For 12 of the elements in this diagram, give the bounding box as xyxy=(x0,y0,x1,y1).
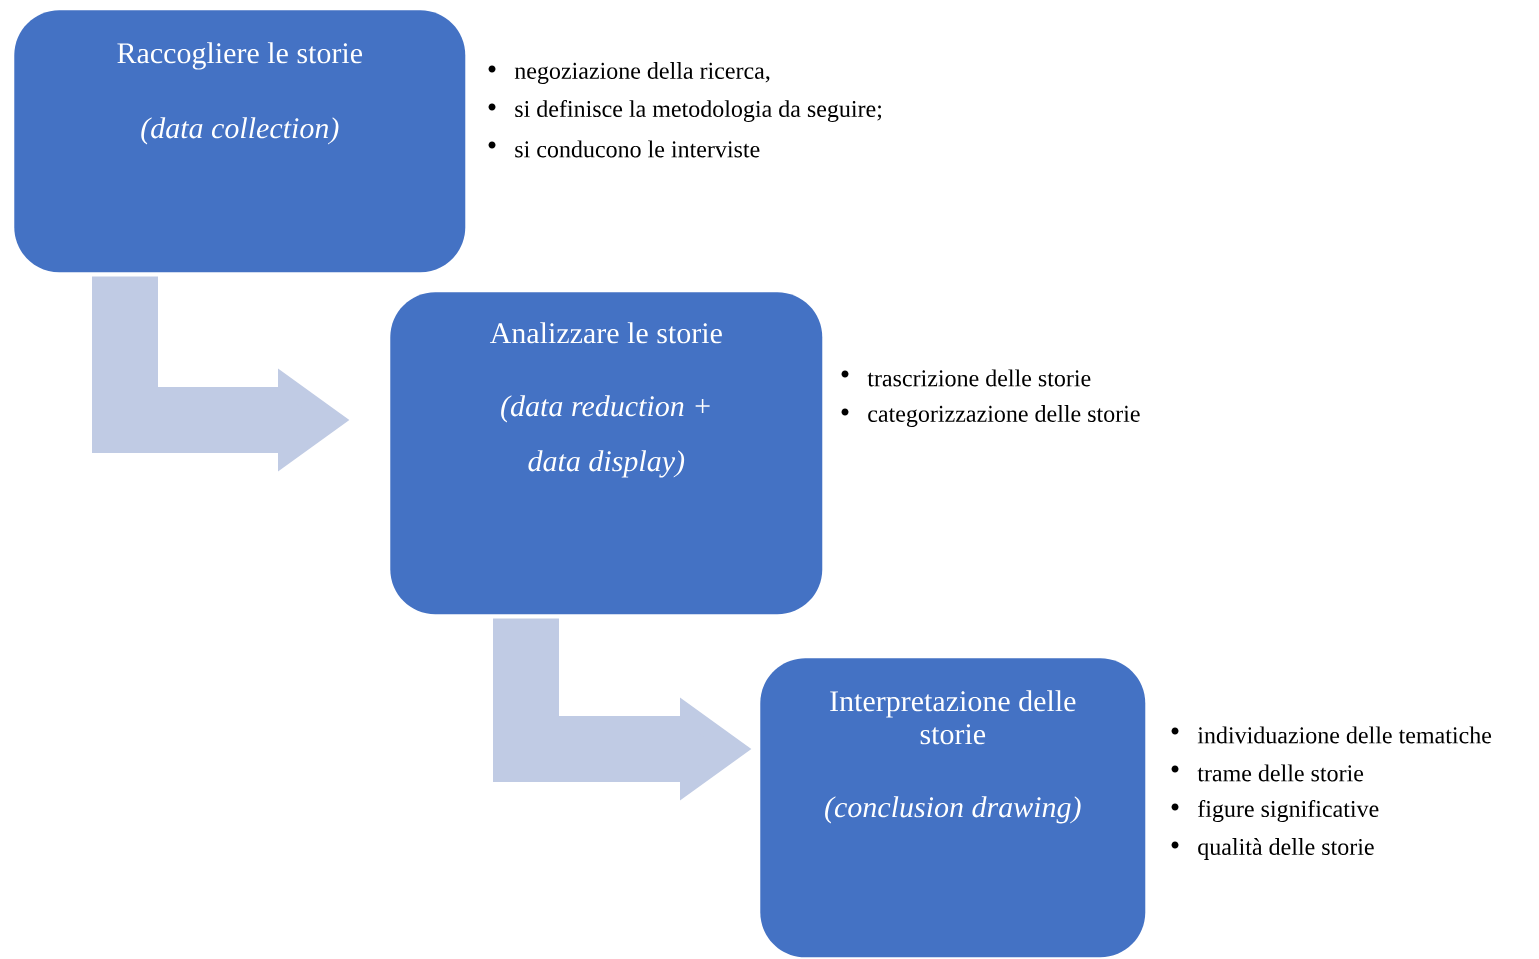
process-box: Raccogliere le storie (data collection) xyxy=(14,10,466,273)
bullet-item: qualità delle storie xyxy=(1171,838,1374,860)
process-box: Analizzare le storie (data reduction + data display) xyxy=(390,292,823,615)
bullet-item: negoziazione della ricerca, xyxy=(488,62,770,84)
bullet-item: trame delle storie xyxy=(1171,764,1364,782)
process-box: Interpretazione delle storie (conclusion drawing) xyxy=(760,658,1146,958)
bullet-item: si conducono le interviste xyxy=(488,140,760,158)
bullet-item: individuazione delle tematiche xyxy=(1171,726,1492,744)
bullet-item: trascrizione delle storie xyxy=(841,369,1091,387)
bullet-item: figure significative xyxy=(1171,799,1379,823)
bullet-item: categorizzazione delle storie xyxy=(841,405,1140,427)
bullet-item: si definisce la metodologia da seguire; xyxy=(488,99,882,123)
